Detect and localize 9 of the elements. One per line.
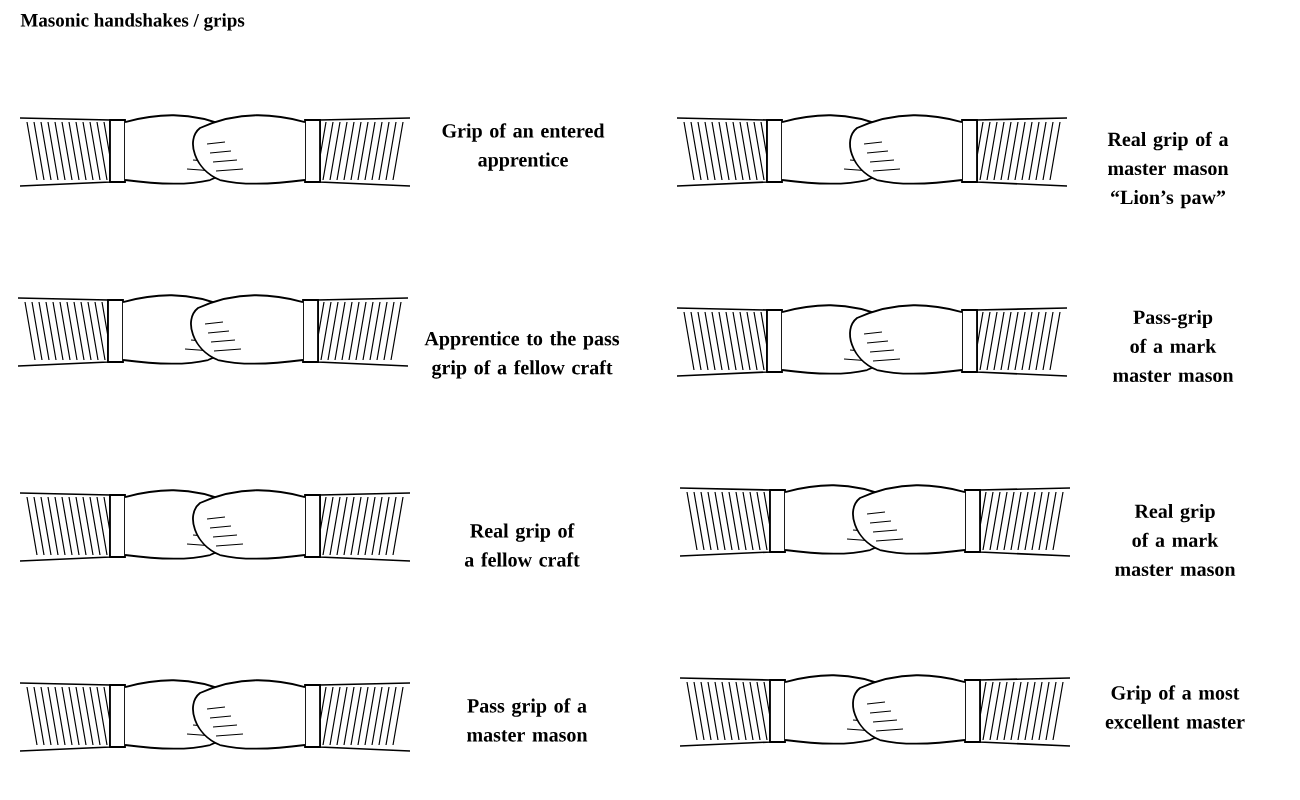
caption: Pass-grip of a mark master mason xyxy=(1113,309,1234,383)
caption: Grip of a most excellent master xyxy=(1105,685,1245,729)
caption: Real grip of a mark master mason xyxy=(1115,503,1236,577)
caption: Real grip of a master mason “Lion’s paw” xyxy=(1107,131,1229,209)
caption: Apprentice to the pass grip of a fellow craft xyxy=(424,331,620,379)
caption: Grip of an entered apprentice xyxy=(442,123,605,171)
title: Masonic handshakes / grips xyxy=(20,13,245,31)
caption: Real grip of a fellow craft xyxy=(464,523,580,567)
caption: Pass grip of a master mason xyxy=(467,698,588,742)
